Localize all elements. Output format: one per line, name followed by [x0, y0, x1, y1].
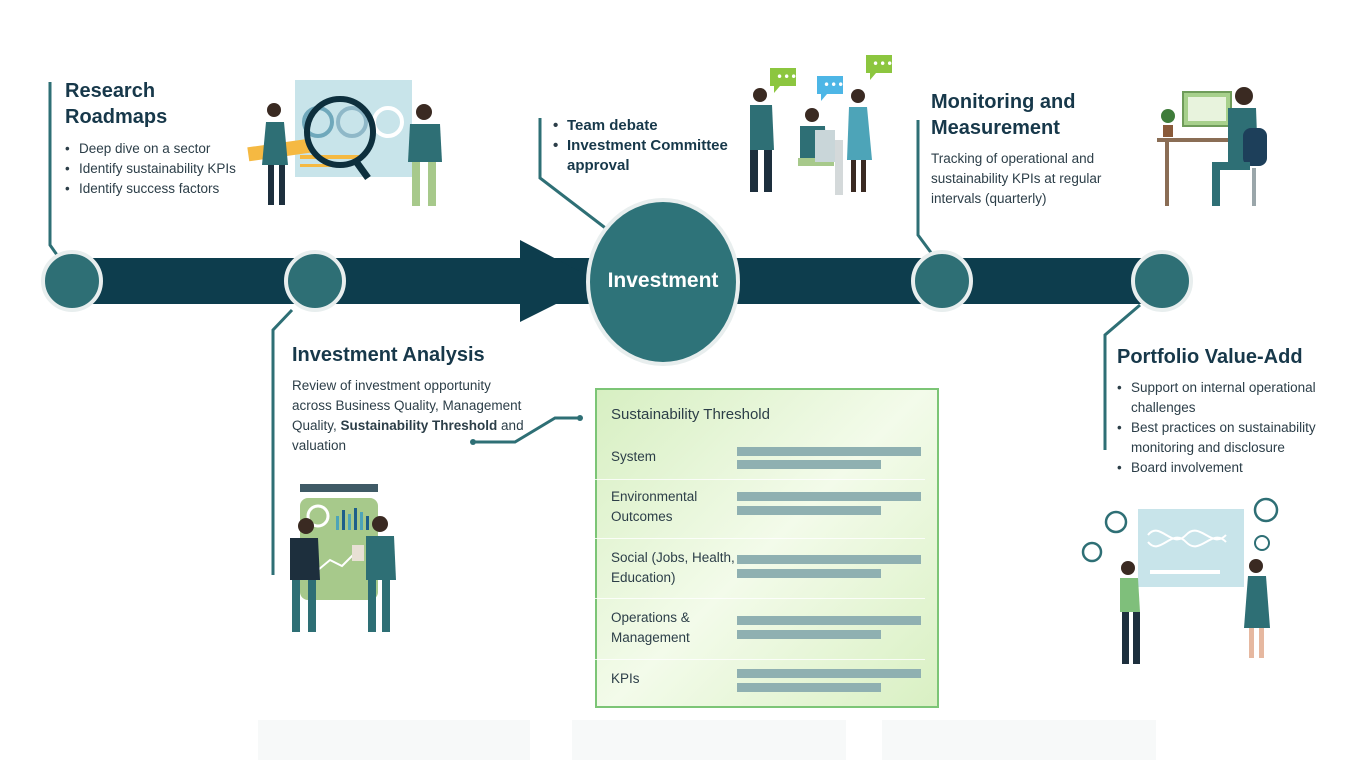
analysis-text-part: and valuation — [292, 418, 524, 453]
connector-analysis — [271, 308, 294, 575]
threshold-bar — [737, 669, 921, 678]
investment-node-label: Investment — [607, 269, 719, 292]
bottom-shade-middle — [572, 720, 846, 760]
bottom-shade-left — [258, 720, 530, 760]
analysis-text: Review of investment opportunity across … — [292, 376, 527, 456]
threshold-row-label: Social (Jobs, Health, Education) — [611, 550, 735, 585]
research-bullet: Deep dive on a sector — [65, 139, 265, 159]
research-title-line1: Research — [65, 80, 156, 102]
threshold-bar — [737, 460, 881, 469]
threshold-bar — [737, 506, 881, 515]
monitoring-illustration — [1157, 87, 1267, 206]
threshold-title: Sustainability Threshold — [611, 406, 770, 423]
threshold-bar — [737, 630, 881, 639]
portfolio-bullet: Best practices on sustainability monitor… — [1117, 418, 1332, 458]
connector-investment — [538, 118, 609, 232]
team-debate-illustration: ••• ••• ••• — [750, 55, 893, 195]
portfolio-title: Portfolio Value-Add — [1117, 346, 1303, 368]
threshold-bar — [737, 492, 921, 501]
monitoring-title-line1: Monitoring and — [931, 91, 1076, 113]
connector-research — [48, 82, 64, 263]
analysis-title: Investment Analysis — [292, 344, 485, 366]
monitoring-title-line2: Measurement — [931, 117, 1060, 139]
node-research — [41, 250, 103, 312]
investment-bullet: Team debate — [553, 116, 753, 136]
investment-bullet: Investment Committee approval — [553, 136, 753, 176]
research-bullets: Deep dive on a sector Identify sustainab… — [65, 139, 265, 199]
threshold-row-label: KPIs — [611, 671, 640, 686]
row-divider — [583, 598, 925, 599]
research-illustration — [247, 80, 442, 206]
connector-threshold — [473, 416, 580, 444]
threshold-row-label: System — [611, 449, 657, 464]
threshold-row-label: Operations & Management — [611, 610, 690, 645]
threshold-bar — [737, 447, 921, 456]
row-divider — [583, 659, 925, 660]
svg-text:•••: ••• — [872, 57, 893, 71]
bottom-shade-right — [882, 720, 1156, 760]
threshold-bar — [737, 683, 881, 692]
research-bullet: Identify success factors — [65, 179, 265, 199]
research-title: Research Roadmaps — [65, 78, 167, 130]
svg-text:•••: ••• — [776, 70, 797, 84]
threshold-bar — [737, 616, 921, 625]
analysis-illustration — [290, 484, 396, 632]
analysis-text-part: Review of investment opportunity across … — [292, 378, 522, 433]
portfolio-bullets: Support on internal operational challeng… — [1117, 378, 1332, 478]
analysis-text-bold: Sustainability Threshold — [340, 418, 498, 433]
row-divider — [583, 479, 925, 480]
svg-text:•••: ••• — [823, 78, 844, 92]
node-investment — [586, 198, 740, 366]
timeline-arrowhead — [520, 240, 600, 322]
sustainability-threshold-panel: Sustainability Threshold System Environm… — [583, 388, 939, 708]
portfolio-illustration — [1081, 497, 1279, 664]
node-analysis — [284, 250, 346, 312]
connector-portfolio — [1103, 303, 1141, 450]
connector-monitoring — [916, 120, 937, 259]
portfolio-bullet: Board involvement — [1117, 458, 1332, 478]
threshold-bar — [737, 569, 881, 578]
research-bullet: Identify sustainability KPIs — [65, 159, 265, 179]
node-monitoring — [911, 250, 973, 312]
row-divider — [583, 538, 925, 539]
threshold-bar — [737, 555, 921, 564]
research-title-line2: Roadmaps — [65, 106, 168, 128]
monitoring-text: Tracking of operational and sustainabili… — [931, 151, 1102, 206]
investment-bullets: Team debate Investment Committee approva… — [553, 116, 753, 176]
portfolio-bullet: Support on internal operational challeng… — [1117, 378, 1332, 418]
monitoring-title: Monitoring and Measurement — [931, 89, 1075, 141]
node-portfolio — [1131, 250, 1193, 312]
threshold-row-label: Environmental Outcomes — [611, 489, 698, 524]
